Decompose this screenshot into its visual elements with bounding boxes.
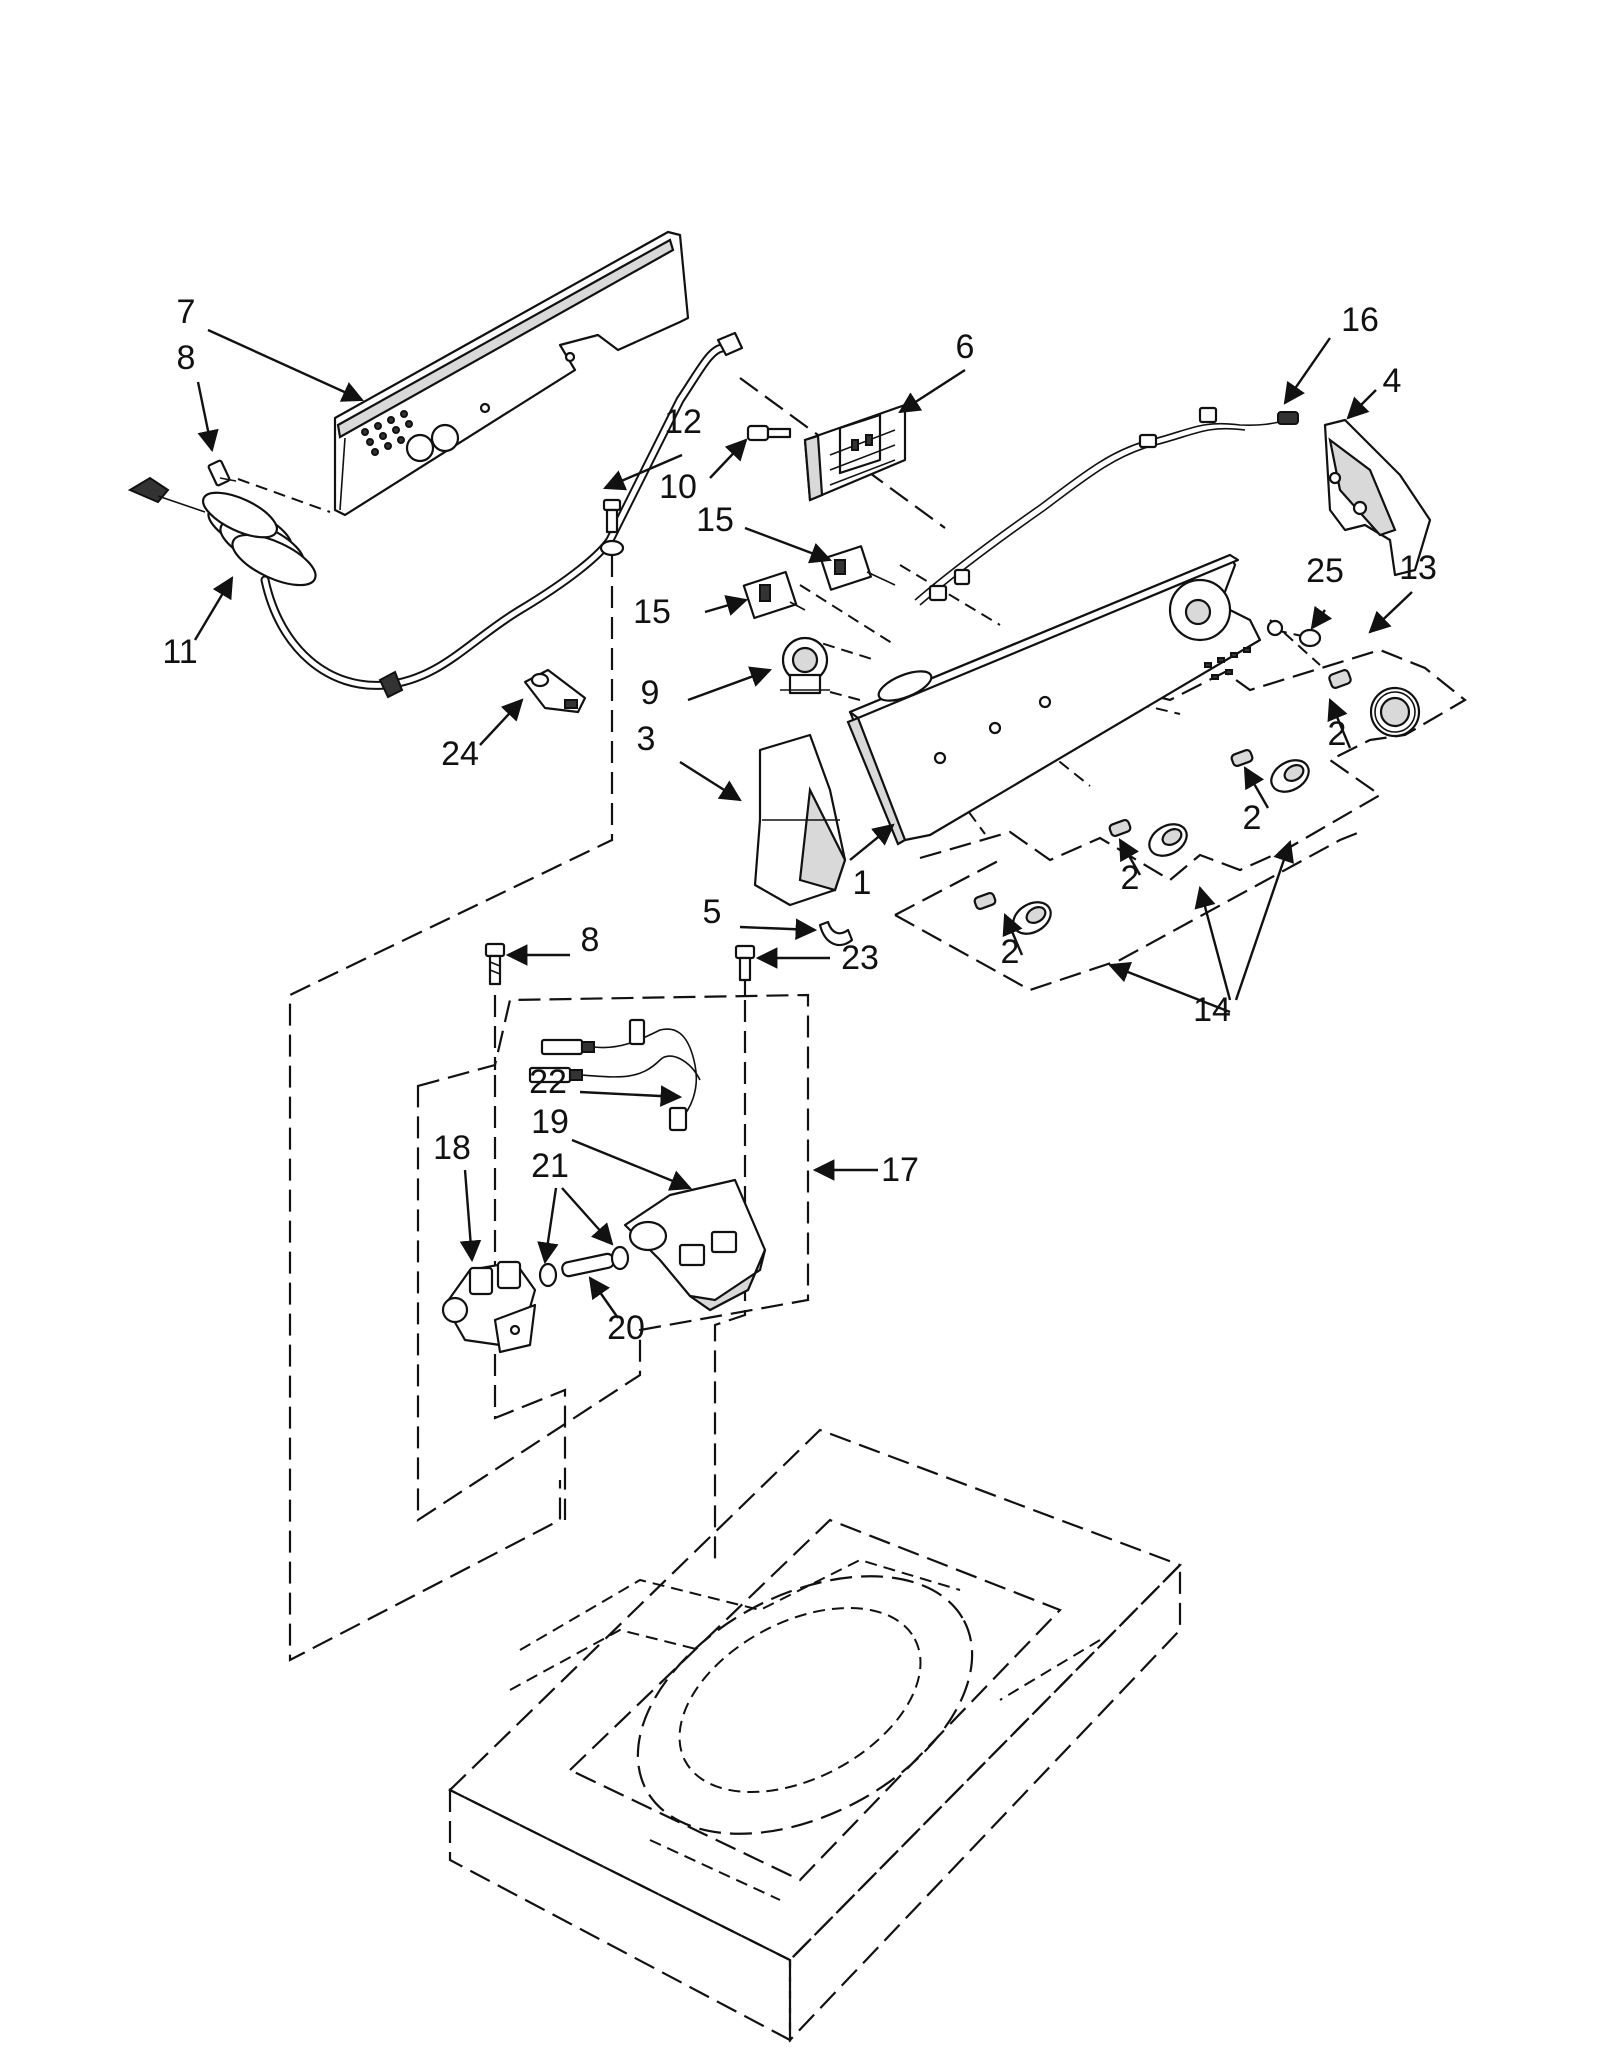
callout-24: 24 [441, 735, 479, 773]
knob-2 [1108, 818, 1188, 857]
callout-1: 1 [853, 864, 872, 902]
dispenser-screw [734, 944, 756, 982]
cord-plug [127, 476, 170, 504]
callout-2-knob-2: 2 [1121, 859, 1140, 897]
callout-21: 21 [531, 1147, 569, 1185]
callout-2-knob-1: 2 [1001, 933, 1020, 971]
callout-16: 16 [1341, 301, 1379, 339]
power-cord [127, 331, 744, 699]
callout-15-upper: 15 [696, 501, 734, 539]
hose-clamp-1 [538, 1262, 558, 1288]
callout-18: 18 [433, 1129, 471, 1167]
valve-wire-harness [528, 1018, 701, 1132]
callout-3: 3 [637, 720, 656, 758]
dispenser-cover [753, 733, 847, 907]
end-cap-bracket [1323, 418, 1432, 577]
callout-25: 25 [1306, 552, 1344, 590]
knob-4 [1328, 669, 1421, 738]
inlet-hose [561, 1252, 615, 1278]
console-indicators [1204, 647, 1251, 680]
cord-coil [202, 491, 317, 587]
leader-lines [193, 328, 1413, 1319]
callout-17: 17 [881, 1151, 919, 1189]
console-logo-badge [877, 670, 933, 702]
switch-lower [742, 570, 806, 620]
control-board [803, 403, 907, 502]
callout-5: 5 [703, 893, 722, 931]
callout-22: 22 [529, 1063, 567, 1101]
knob-3 [1230, 748, 1310, 793]
board-screw [746, 424, 792, 442]
retainer-clip [818, 920, 854, 947]
callout-9: 9 [641, 674, 660, 712]
ground-screw [599, 498, 625, 557]
pressure-sensor [780, 636, 830, 695]
callout-13: 13 [1399, 549, 1437, 587]
screw-lower [484, 942, 506, 986]
wire-clip [523, 668, 587, 714]
callout-8-upper: 8 [177, 339, 196, 377]
callout-6: 6 [956, 328, 975, 366]
callout-14: 14 [1193, 991, 1231, 1029]
callout-19: 19 [531, 1103, 569, 1141]
callout-23: 23 [841, 939, 879, 977]
hose-clamp-2 [610, 1245, 630, 1271]
cord-strain-relief [378, 670, 404, 699]
callout-2-knob-3: 2 [1243, 799, 1262, 837]
screw-upper [207, 459, 237, 487]
callout-15-lower: 15 [633, 593, 671, 631]
callout-11: 11 [162, 633, 197, 671]
callout-20: 20 [607, 1309, 645, 1347]
callout-4: 4 [1383, 362, 1402, 400]
wire-harness [914, 406, 1299, 606]
rear-panel-vents [361, 410, 413, 456]
callout-12: 12 [664, 403, 702, 441]
callout-2-knob-4: 2 [1328, 715, 1347, 753]
console-panel [846, 553, 1284, 846]
valve-dispenser-body [623, 1178, 767, 1312]
callout-8-lower: 8 [581, 921, 600, 959]
callout-7: 7 [177, 293, 196, 331]
cabinet-outline [448, 1428, 1182, 2043]
cord-terminal [716, 331, 744, 357]
switch-upper [819, 545, 896, 591]
water-inlet-valve [441, 1260, 537, 1354]
callout-10: 10 [659, 468, 697, 506]
rear-panel [333, 230, 690, 517]
callout-labels: 7 8 11 12 24 10 6 15 15 9 3 5 1 16 4 25 … [162, 293, 1437, 1347]
small-washer [1298, 628, 1322, 648]
